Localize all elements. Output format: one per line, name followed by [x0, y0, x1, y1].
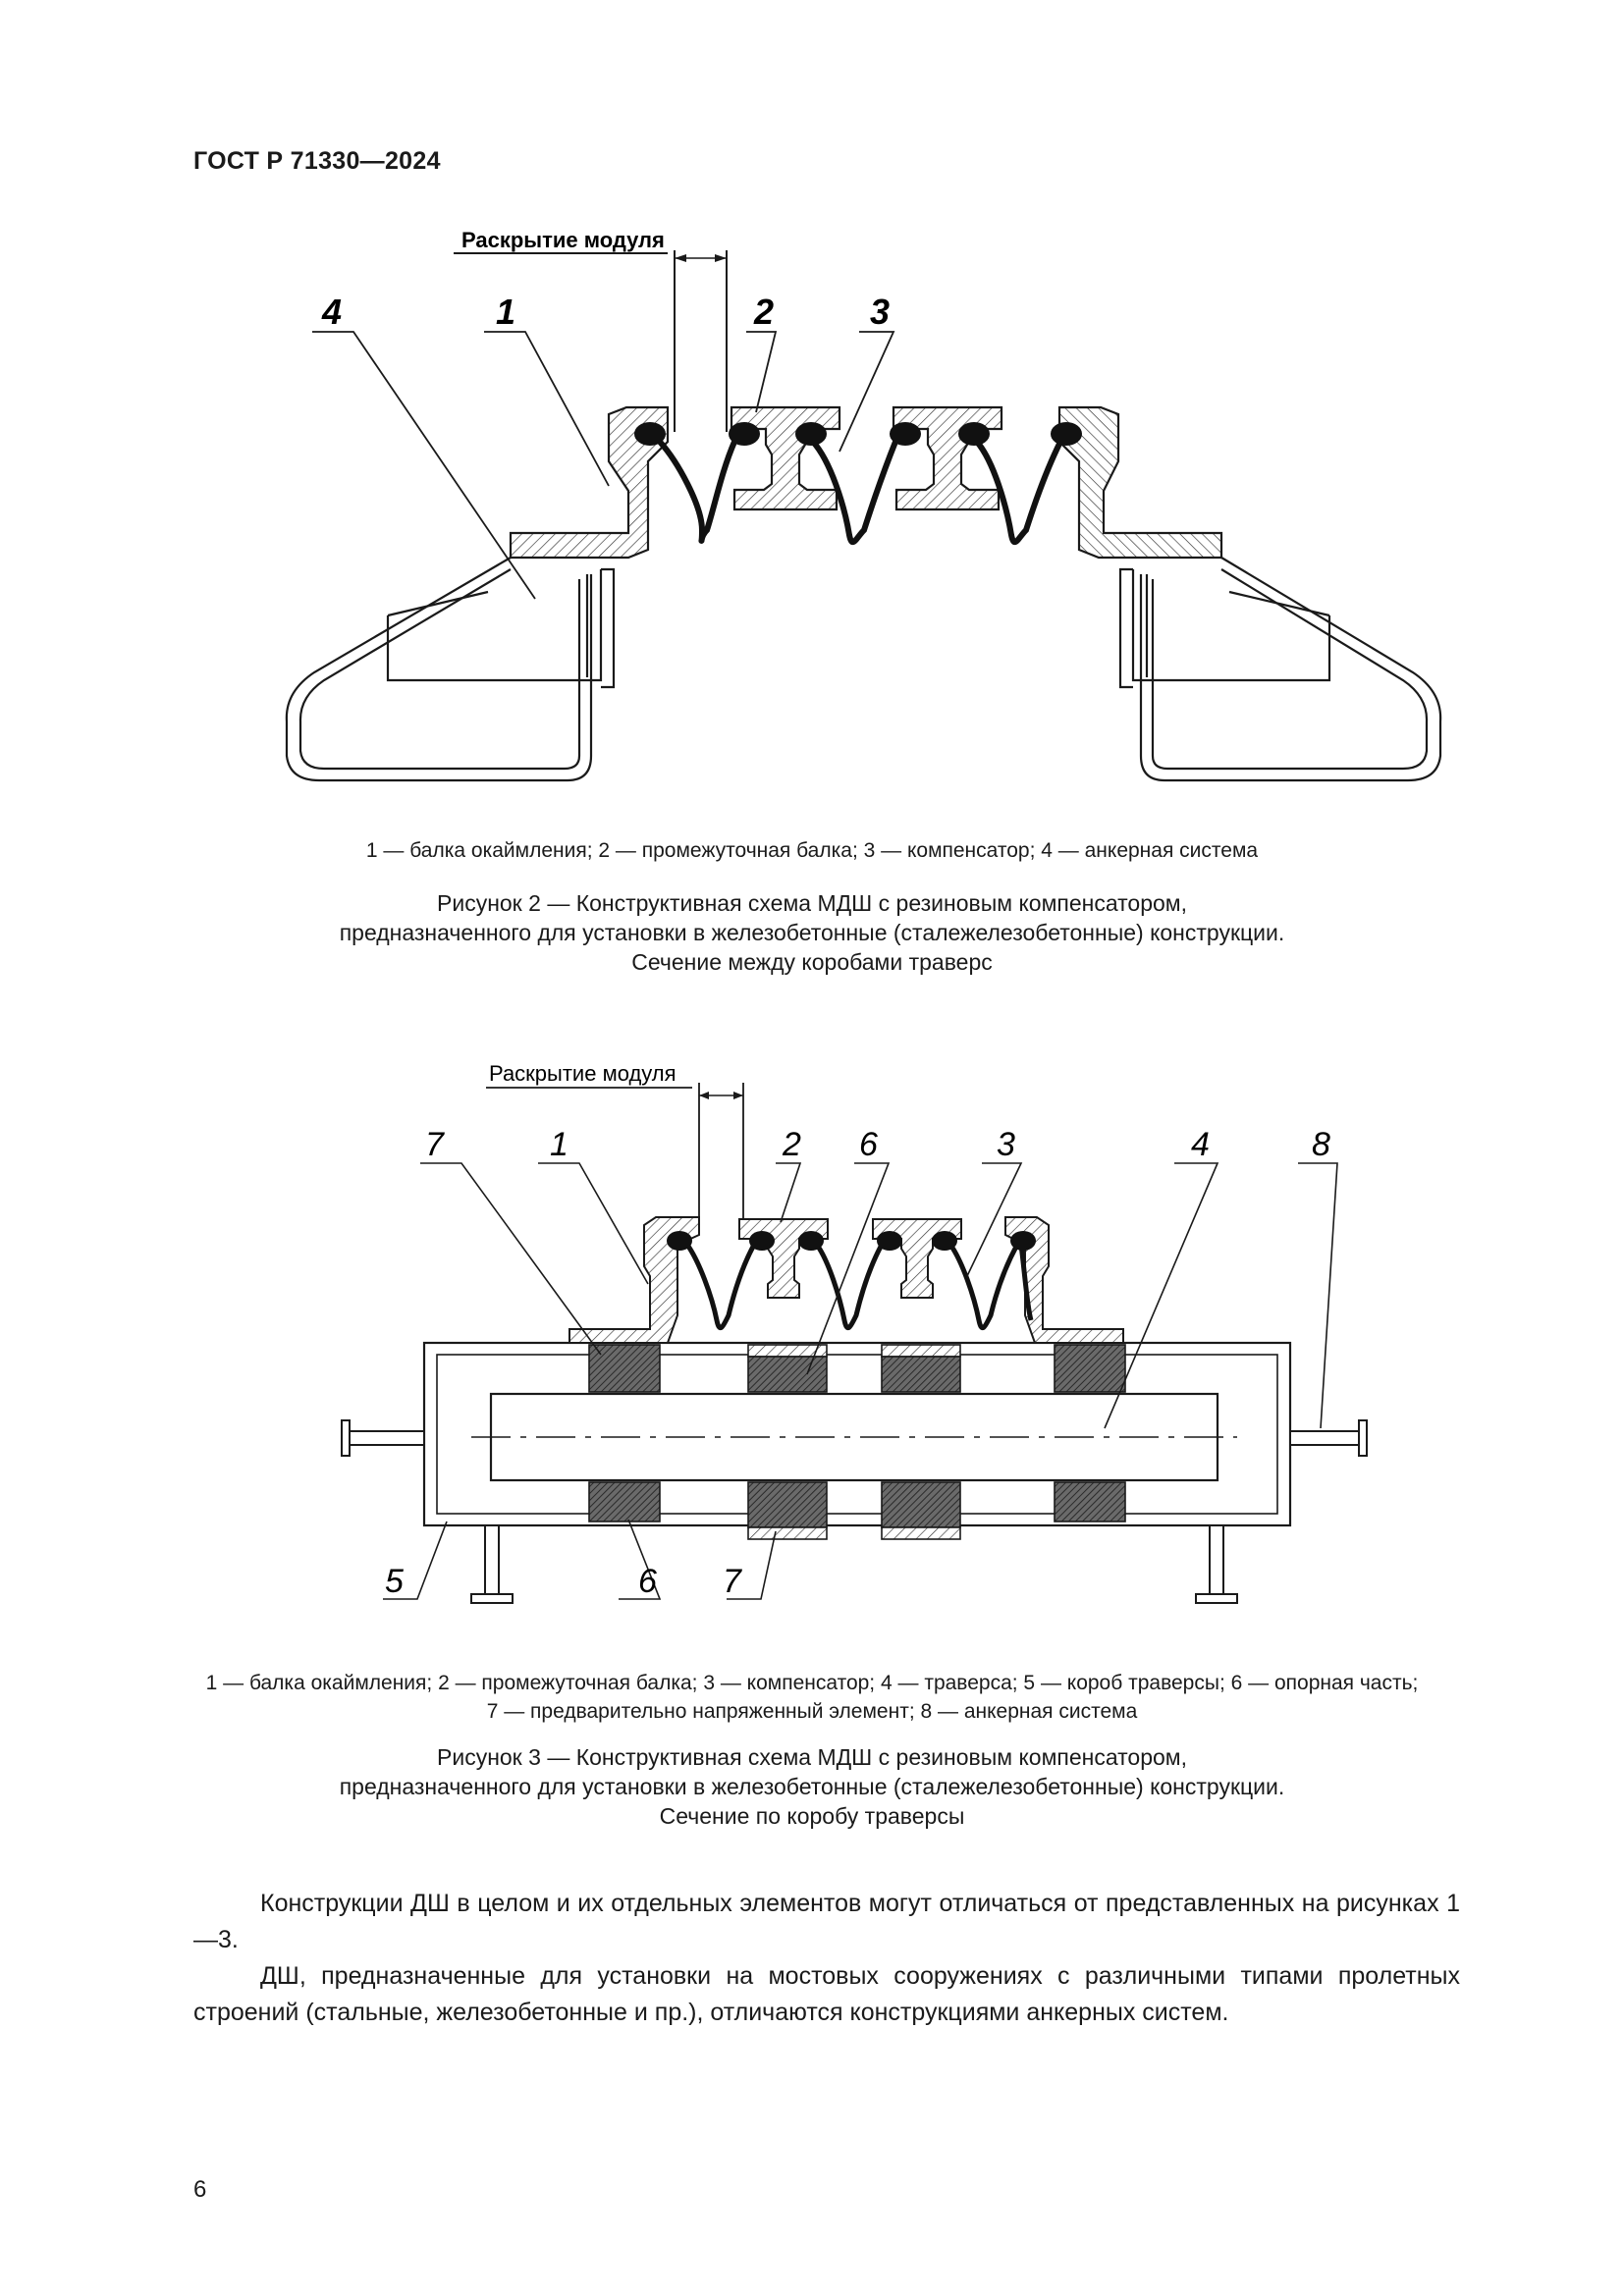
callout-5: 5: [385, 1563, 404, 1600]
compensator-seals: [667, 1231, 1036, 1251]
right-edge-beam: [1057, 405, 1223, 560]
figure-3-diagram: Раскрытие модуля: [341, 1061, 1368, 1604]
bearing-pads: [588, 1344, 1126, 1540]
leader-lines: [312, 331, 895, 600]
callout-8: 8: [1312, 1126, 1330, 1163]
figure-2-diagram: Раскрытие модуля: [285, 228, 1442, 782]
anchor-bolts: [341, 1419, 1368, 1604]
callout-2: 2: [782, 1126, 801, 1163]
compensator-seals: [634, 422, 1082, 446]
compensators: [657, 439, 1063, 546]
document-header: ГОСТ Р 71330—2024: [193, 147, 441, 175]
callout-4: 4: [1191, 1126, 1210, 1163]
left-edge-beam: [568, 1216, 700, 1344]
paragraph-1: Конструкции ДШ в целом и их отдельных эл…: [193, 1890, 1460, 1953]
opening-dimension: Раскрытие модуля: [486, 1061, 744, 1227]
opening-label: Раскрытие модуля: [489, 1061, 677, 1086]
left-anchor-system: [285, 557, 616, 782]
callout-3: 3: [870, 292, 890, 332]
figure-3-legend: 1 — балка окаймления; 2 — промежуточная …: [205, 1672, 1419, 1723]
opening-dimension: Раскрытие модуля: [454, 228, 728, 432]
traverse-bar: [471, 1392, 1237, 1482]
figure-2-legend: 1 — балка окаймления; 2 — промежуточная …: [365, 839, 1259, 862]
intermediate-beam-1: [738, 1218, 829, 1299]
figure-3-caption: Рисунок 3 — Конструктивная схема МДШ с р…: [339, 1744, 1285, 1829]
callout-3: 3: [997, 1126, 1015, 1163]
leader-lines: [383, 1162, 1338, 1600]
callout-7-top: 7: [425, 1126, 445, 1163]
body-text: Конструкции ДШ в целом и их отдельных эл…: [193, 1886, 1460, 2031]
intermediate-beam-2: [872, 1218, 962, 1299]
callout-1: 1: [496, 292, 515, 332]
left-edge-beam: [509, 405, 670, 560]
opening-label: Раскрытие модуля: [461, 228, 665, 252]
callout-1: 1: [550, 1126, 568, 1163]
callout-6-top: 6: [859, 1126, 878, 1163]
figure-2-caption: Рисунок 2 — Конструктивная схема МДШ с р…: [339, 890, 1285, 975]
callout-7-bottom: 7: [723, 1563, 742, 1600]
right-anchor-system: [1118, 557, 1442, 782]
callout-4: 4: [321, 292, 342, 332]
right-edge-beam: [1004, 1216, 1124, 1344]
paragraph-2: ДШ, предназначенные для установки на мос…: [193, 1962, 1460, 2026]
callout-6-bottom: 6: [638, 1563, 657, 1600]
callout-2: 2: [753, 292, 774, 332]
page-number: 6: [193, 2176, 207, 2203]
compensators: [684, 1243, 1034, 1331]
